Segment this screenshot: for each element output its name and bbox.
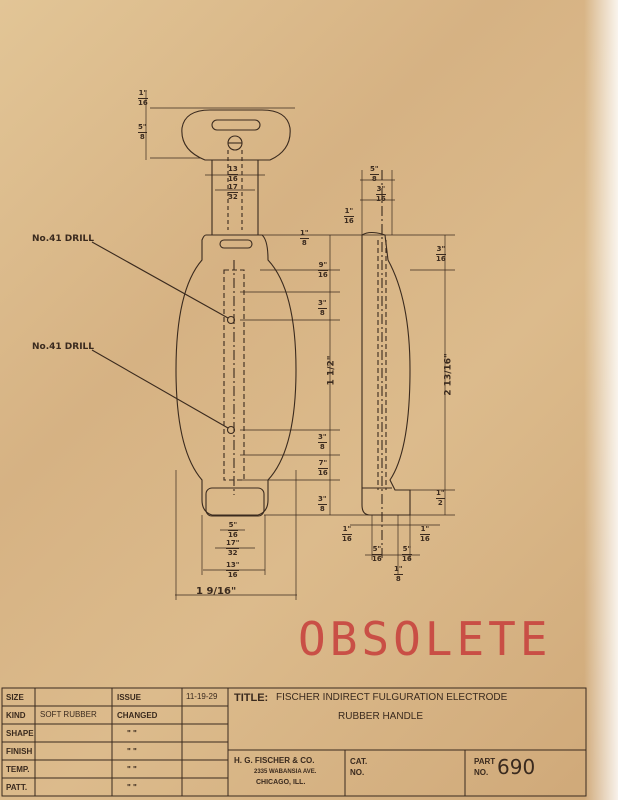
shape-label: SHAPE xyxy=(6,729,34,738)
paper-edge xyxy=(584,0,618,800)
issue-date: 11-19-29 xyxy=(186,692,218,701)
ditto-finish: " " xyxy=(127,747,137,756)
patt-label: PATT. xyxy=(6,783,28,792)
dim-side-upper: 3"16 xyxy=(436,245,446,263)
ditto-shape: " " xyxy=(127,729,137,738)
dim-span-lower-c: 3"8 xyxy=(318,495,327,513)
kind-label: KIND xyxy=(6,711,26,720)
dim-overall-width: 1 9/16" xyxy=(196,586,237,597)
dim-span-lower-a: 3"8 xyxy=(318,433,327,451)
drill-callout-lower: No.41 DRILL xyxy=(32,342,95,352)
dim-side-edge: 1"16 xyxy=(344,207,354,225)
dim-base-side-b: 5"16 xyxy=(402,545,412,563)
dim-side-height: 2 13/16" xyxy=(443,353,454,396)
issue-label: ISSUE xyxy=(117,693,142,702)
company-address: 2335 WABANSIA AVE. xyxy=(254,769,317,775)
dim-side-width: 3"16 xyxy=(376,185,386,203)
part-no-label: NO. xyxy=(474,768,489,777)
size-label: SIZE xyxy=(6,693,24,702)
finish-label: FINISH xyxy=(6,747,33,756)
title-prefix: TITLE: xyxy=(234,692,269,704)
changed-label: CHANGED xyxy=(117,711,158,720)
dim-span-mid: 1 1/2" xyxy=(326,355,337,386)
dim-base-side-c: 1"8 xyxy=(394,565,403,583)
dim-base-left-edge: 1"16 xyxy=(342,525,352,543)
dim-span-upper-a: 9"16 xyxy=(318,261,328,279)
ditto-temp: " " xyxy=(127,765,137,774)
ditto-patt: " " xyxy=(127,783,137,792)
dim-top-tab-height: 5"8 xyxy=(138,123,147,141)
temp-label: TEMP. xyxy=(6,765,30,774)
drill-callout-upper: No.41 DRILL xyxy=(32,234,95,244)
cat-no-label: NO. xyxy=(350,768,365,777)
dim-side-top: 5"8 xyxy=(370,165,379,183)
dim-base-right-edge: 1"16 xyxy=(420,525,430,543)
obsolete-stamp: OBSOLETE xyxy=(298,612,552,666)
part-number: 690 xyxy=(497,755,536,779)
title-line-2: RUBBER HANDLE xyxy=(338,711,424,722)
dim-base-c: 13"16 xyxy=(226,561,240,579)
dim-span-lower-b: 7"16 xyxy=(318,459,328,477)
title-line-1: FISCHER INDIRECT FULGURATION ELECTRODE xyxy=(276,692,508,703)
dim-side-bottom: 1"2 xyxy=(436,489,445,507)
part-label: PART xyxy=(474,757,496,766)
dim-base-b: 17"32 xyxy=(226,539,240,557)
dim-top-tab-thickness: 1"16 xyxy=(138,89,148,107)
company-name: H. G. FISCHER & CO. xyxy=(234,756,315,765)
cat-label: CAT. xyxy=(350,757,368,766)
dim-base-a: 5"16 xyxy=(228,521,238,539)
dim-base-side-a: 5"16 xyxy=(372,545,382,563)
dim-span-upper-b: 3"8 xyxy=(318,299,327,317)
top-tab-outline xyxy=(181,109,291,161)
dim-upper-offset: 1"8 xyxy=(300,229,309,247)
company-city: CHICAGO, ILL. xyxy=(256,779,306,786)
kind-value: SOFT RUBBER xyxy=(40,710,97,719)
handle-body-front xyxy=(175,234,297,516)
